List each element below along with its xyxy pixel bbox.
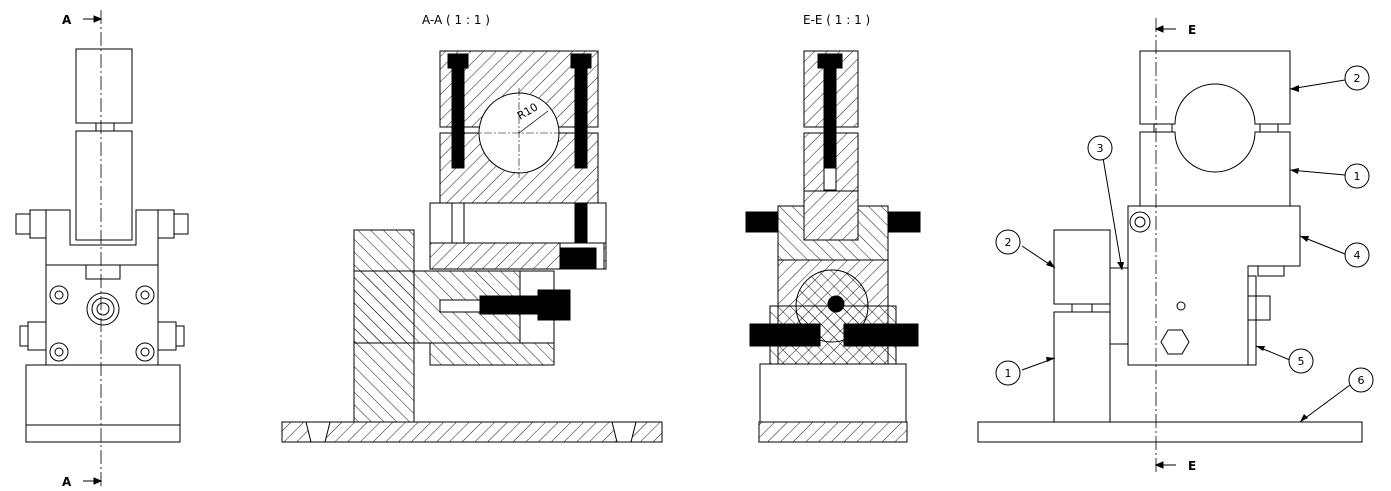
part-5	[1247, 275, 1257, 366]
aa-base	[281, 421, 663, 443]
part-2-block	[1053, 229, 1111, 305]
part-1-block	[1053, 311, 1111, 423]
part-6-base	[977, 421, 1363, 443]
ee-base	[758, 421, 908, 443]
lower-body	[25, 364, 181, 426]
side-view-arrowheads	[1046, 85, 1309, 422]
balloon-number: 3	[1097, 142, 1104, 155]
section-aa-view	[281, 50, 663, 443]
part-3	[1109, 267, 1129, 345]
part-1-clamp	[1139, 131, 1291, 207]
balloon-6: 6	[1348, 367, 1374, 393]
balloon-1-left: 1	[995, 360, 1021, 386]
section-marker-a-top: A	[62, 13, 72, 27]
part-4-plate	[1127, 205, 1301, 366]
side-view	[977, 18, 1363, 472]
balloon-number: 4	[1354, 249, 1361, 262]
balloon-number: 5	[1298, 355, 1305, 368]
section-marker-e-top: E	[1188, 23, 1196, 37]
balloon-4: 4	[1344, 242, 1370, 268]
balloon-number: 1	[1005, 367, 1012, 380]
balloon-2-left: 2	[995, 229, 1021, 255]
balloon-number: 2	[1354, 72, 1361, 85]
part-2-clamp	[1139, 50, 1291, 125]
balloon-3: 3	[1087, 135, 1113, 161]
front-view	[15, 10, 189, 488]
u-bracket	[45, 209, 159, 266]
balloon-number: 2	[1005, 236, 1012, 249]
balloon-1-top: 1	[1344, 163, 1370, 189]
balloon-2-top: 2	[1344, 65, 1370, 91]
balloon-5: 5	[1288, 348, 1314, 374]
base-plate	[25, 424, 181, 443]
top-clamp-block	[75, 48, 133, 124]
section-marker-a-bottom: A	[62, 475, 72, 489]
lower-clamp-block	[75, 130, 133, 241]
balloon-number: 6	[1358, 374, 1365, 387]
view-title-aa: A-A ( 1 : 1 )	[422, 13, 490, 27]
balloon-number: 1	[1354, 170, 1361, 183]
section-marker-e-bottom: E	[1188, 459, 1196, 473]
section-ee-view	[745, 50, 921, 443]
view-title-ee: E-E ( 1 : 1 )	[803, 13, 870, 27]
